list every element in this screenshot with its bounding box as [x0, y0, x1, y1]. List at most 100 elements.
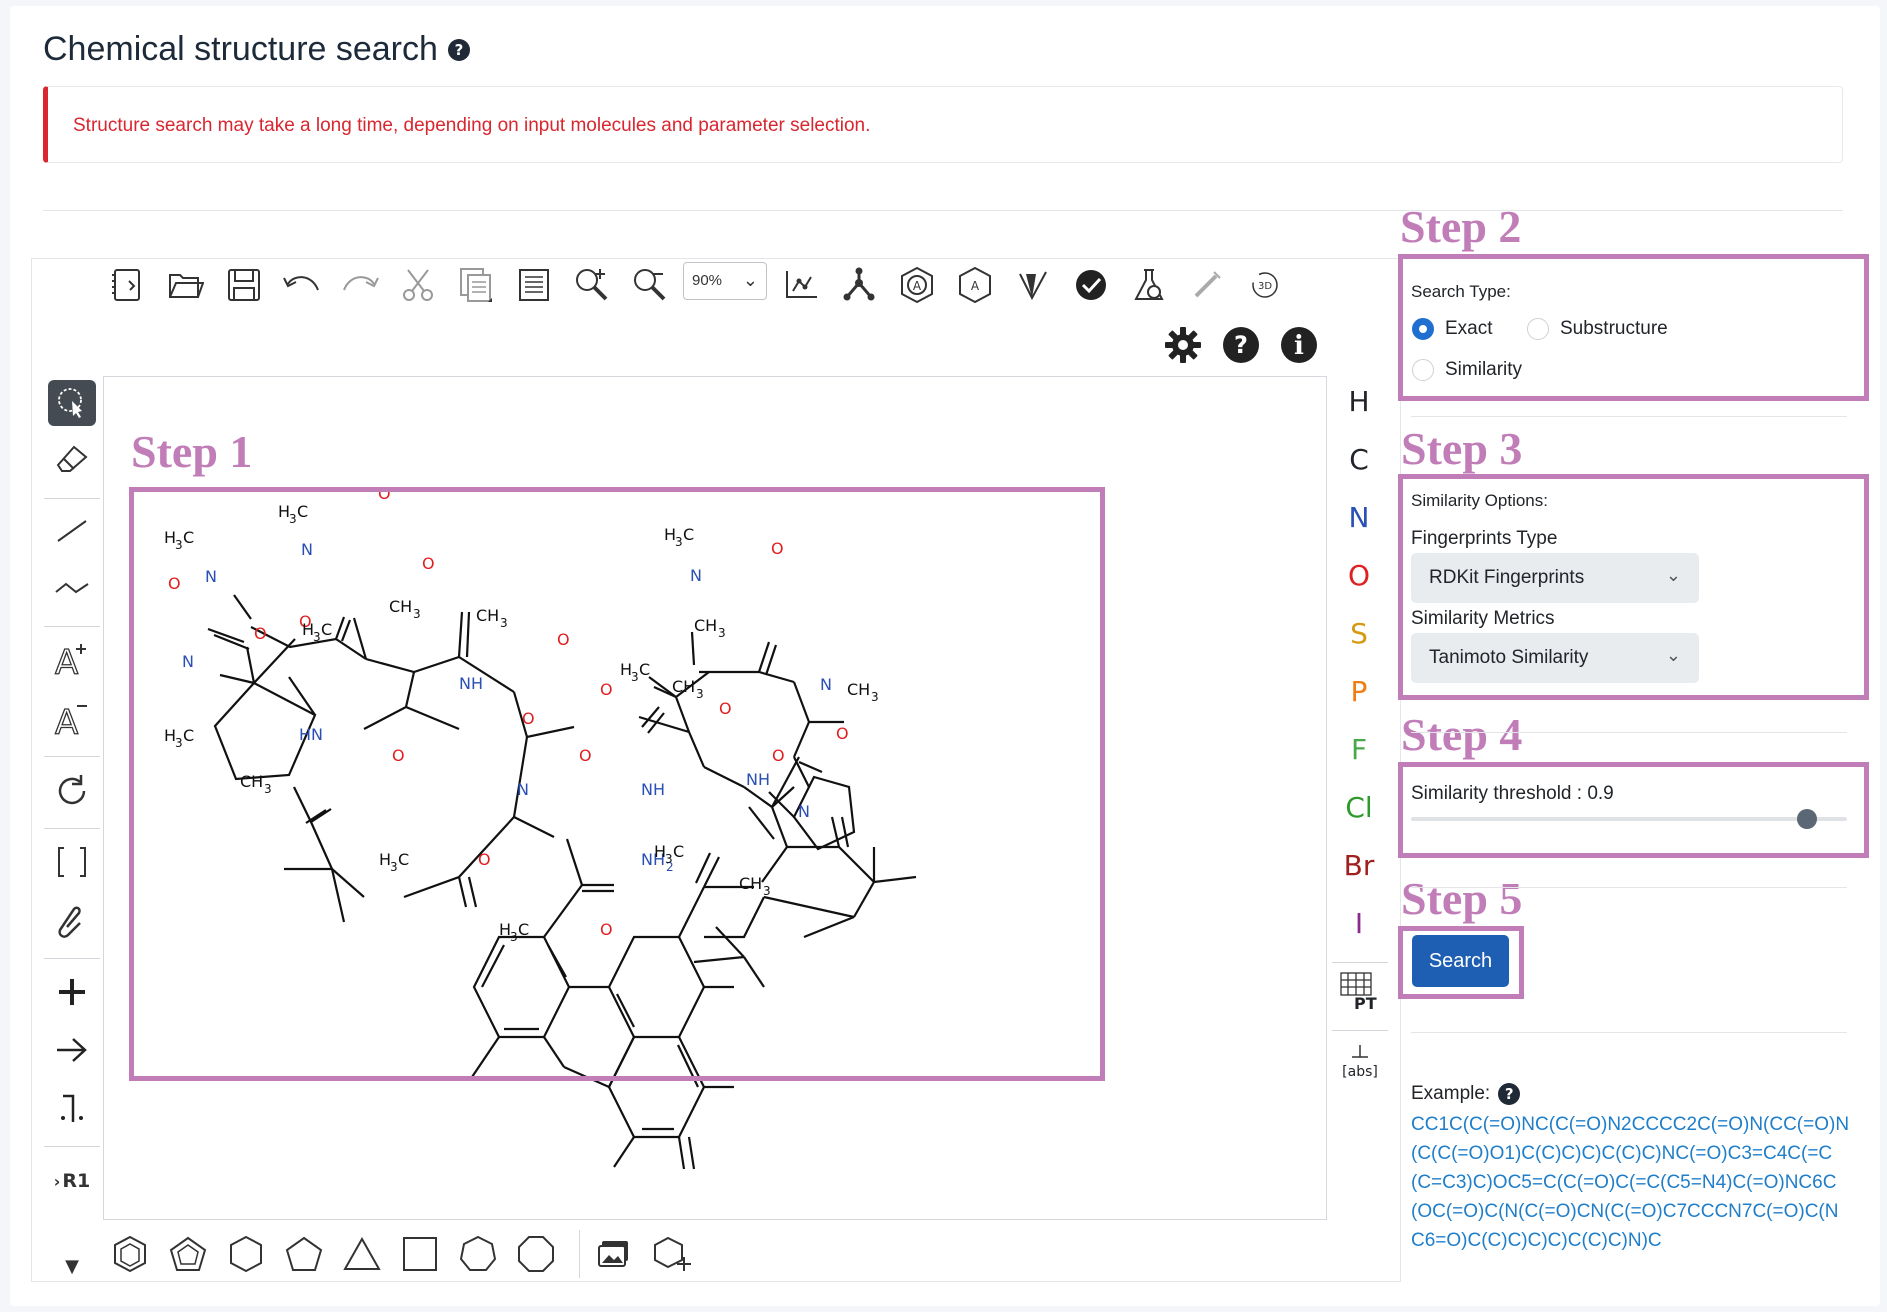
reaction-mapping-tool[interactable] — [44, 1082, 100, 1134]
svg-text:3: 3 — [413, 607, 421, 621]
svg-text:2: 2 — [666, 860, 674, 874]
element-c[interactable]: C — [1349, 443, 1369, 476]
example-smiles-link[interactable]: CC1C(C(=O)NC(C(=O)N2CCCC2C(=O)N(CC(=O)N(… — [1411, 1114, 1850, 1251]
cut-icon[interactable] — [396, 263, 440, 307]
slider-handle[interactable] — [1797, 809, 1817, 829]
svg-text:H: H — [379, 850, 391, 869]
select-tool[interactable] — [48, 380, 96, 426]
search-button[interactable]: Search — [1412, 935, 1509, 987]
rgroup-tool[interactable]: ›R1 — [44, 1155, 100, 1207]
svg-text:A: A — [55, 703, 78, 738]
zoom-in-icon[interactable] — [570, 263, 614, 307]
element-n[interactable]: N — [1348, 501, 1370, 534]
template-triangle[interactable] — [338, 1230, 386, 1278]
svg-text:3: 3 — [289, 512, 297, 526]
rotate-tool[interactable] — [44, 765, 100, 817]
periodic-table-button[interactable]: PT — [1336, 972, 1384, 1016]
search-type-label: Search Type: — [1411, 282, 1511, 301]
svg-text:NH: NH — [641, 780, 665, 799]
element-f[interactable]: F — [1350, 733, 1368, 766]
template-pentagon[interactable] — [280, 1230, 328, 1278]
aromatize-icon[interactable]: A — [895, 263, 939, 307]
attachment-tool[interactable] — [44, 894, 100, 946]
element-p[interactable]: P — [1350, 675, 1368, 708]
template-cyclohexane-chair[interactable] — [106, 1230, 154, 1278]
bond-tool[interactable] — [44, 504, 100, 556]
charge-minus-tool[interactable]: A — [44, 692, 100, 744]
svg-text:N: N — [205, 567, 217, 586]
svg-text:O: O — [579, 746, 592, 765]
open-folder-icon[interactable] — [164, 263, 208, 307]
brackets-tool[interactable] — [44, 836, 100, 888]
radio-exact[interactable] — [1412, 318, 1434, 340]
paste-icon[interactable] — [512, 263, 556, 307]
svg-text:N: N — [182, 652, 194, 671]
svg-text:N: N — [301, 540, 313, 559]
arrow-right-icon[interactable] — [44, 1024, 100, 1076]
template-library-icon[interactable] — [590, 1230, 638, 1278]
svg-text:NH: NH — [459, 674, 483, 693]
similarity-metrics-select[interactable]: Tanimoto Similarity ⌄ — [1411, 633, 1699, 683]
svg-text:CH: CH — [240, 772, 263, 791]
help-circle-icon[interactable]: ? — [1219, 323, 1263, 367]
template-hexagon[interactable] — [222, 1230, 270, 1278]
svg-text:C: C — [639, 660, 650, 679]
element-s[interactable]: S — [1350, 617, 1368, 650]
chain-tool[interactable] — [44, 562, 100, 614]
layout-icon[interactable] — [779, 263, 823, 307]
clean-icon[interactable] — [837, 263, 881, 307]
fingerprints-type-select[interactable]: RDKit Fingerprints ⌄ — [1411, 553, 1699, 603]
radio-substructure-label: Substructure — [1560, 318, 1668, 339]
stereo-icon[interactable] — [1011, 263, 1055, 307]
radio-similarity[interactable] — [1412, 359, 1434, 381]
svg-text:3: 3 — [763, 884, 771, 898]
svg-text:3: 3 — [313, 630, 321, 644]
step-2-label: Step 2 — [1400, 201, 1522, 252]
element-cl[interactable]: Cl — [1345, 791, 1373, 824]
svg-text:HN: HN — [299, 725, 323, 744]
svg-text:?: ? — [1234, 331, 1248, 359]
radio-substructure[interactable] — [1527, 318, 1549, 340]
undo-icon[interactable] — [280, 263, 324, 307]
element-i[interactable]: I — [1354, 907, 1364, 940]
svg-text:C: C — [183, 528, 194, 547]
help-icon[interactable]: ? — [447, 38, 470, 61]
custom-template-icon[interactable] — [648, 1230, 696, 1278]
abs-stereo-button[interactable]: [abs] — [1336, 1044, 1384, 1088]
recognize-icon[interactable] — [1185, 263, 1229, 307]
new-document-icon[interactable] — [106, 263, 150, 307]
dearomatize-icon[interactable]: A — [953, 263, 997, 307]
info-icon[interactable]: i — [1277, 323, 1321, 367]
svg-text:CH: CH — [847, 680, 870, 699]
similarity-threshold-slider[interactable] — [1411, 817, 1847, 821]
svg-text:O: O — [719, 699, 732, 718]
zoom-select[interactable]: 90% ⌄ — [683, 262, 767, 300]
template-octagon[interactable] — [512, 1230, 560, 1278]
help-icon[interactable]: ? — [1498, 1083, 1521, 1105]
svg-text:3: 3 — [871, 690, 879, 704]
element-o[interactable]: O — [1347, 559, 1371, 592]
svg-text:3: 3 — [631, 670, 639, 684]
more-tools-icon[interactable]: ▼ — [65, 1255, 79, 1277]
eraser-tool[interactable] — [44, 432, 100, 484]
element-h[interactable]: H — [1348, 385, 1370, 418]
redo-icon[interactable] — [338, 263, 382, 307]
template-heptagon[interactable] — [454, 1230, 502, 1278]
copy-icon[interactable] — [454, 263, 498, 307]
zoom-out-icon[interactable] — [628, 263, 672, 307]
plus-icon[interactable] — [44, 966, 100, 1018]
charge-plus-tool[interactable]: A — [44, 632, 100, 684]
calculate-icon[interactable] — [1127, 263, 1171, 307]
3d-view-icon[interactable]: 3D — [1243, 263, 1287, 307]
template-square[interactable] — [396, 1230, 444, 1278]
check-icon[interactable] — [1069, 263, 1113, 307]
example-label: Example: — [1411, 1083, 1491, 1104]
svg-text:A: A — [971, 279, 980, 293]
element-br[interactable]: Br — [1343, 849, 1375, 882]
save-icon[interactable] — [222, 263, 266, 307]
template-cyclopentadiene[interactable] — [164, 1230, 212, 1278]
svg-text:H: H — [302, 620, 314, 639]
settings-icon[interactable] — [1161, 323, 1205, 367]
svg-text:H: H — [620, 660, 632, 679]
step-4-label: Step 4 — [1401, 709, 1523, 760]
